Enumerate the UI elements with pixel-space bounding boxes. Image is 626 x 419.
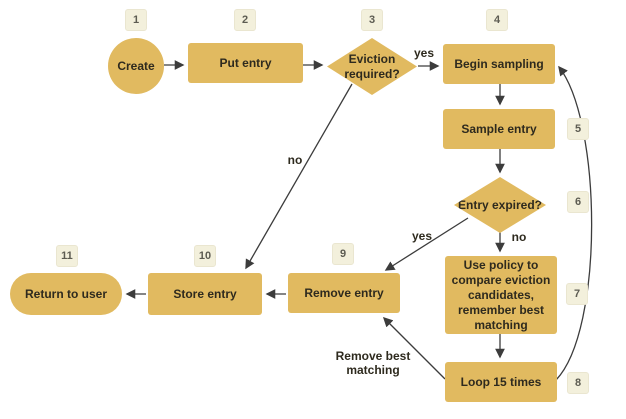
step-badge-4: 4 [486,9,508,31]
step-badge-6: 6 [567,191,589,213]
node-label: Sample entry [461,121,537,136]
edge-label-remove-best-matching: Remove best matching [335,349,411,377]
node-use-policy[interactable]: Use policy to compare eviction candidate… [445,256,557,334]
step-badge-1: 1 [125,9,147,31]
edge-label-eviction-yes: yes [413,46,435,60]
node-label: Store entry [173,286,237,301]
edge-eviction-store-no [245,83,353,270]
node-label: Use policy to compare eviction candidate… [451,257,551,332]
node-label: Loop 15 times [460,374,542,389]
node-store-entry[interactable]: Store entry [148,273,262,315]
node-label: Return to user [24,286,107,301]
edge-loop-remove [382,316,446,380]
edge-expired-remove-yes [384,217,469,271]
node-label: Put entry [219,55,272,70]
edge-label-expired-yes: yes [411,229,433,243]
node-remove-entry[interactable]: Remove entry [288,273,400,313]
node-put-entry[interactable]: Put entry [188,43,303,83]
edge-label-expired-no: no [511,230,527,244]
node-label: Eviction required? [344,51,400,81]
step-badge-7: 7 [566,283,588,305]
step-badge-2: 2 [234,9,256,31]
step-badge-8: 8 [567,372,589,394]
node-label: Create [117,58,155,73]
node-return-to-user[interactable]: Return to user [10,273,122,315]
edge-label-eviction-no: no [287,153,303,167]
step-badge-10: 10 [194,245,216,267]
node-begin-sampling[interactable]: Begin sampling [443,44,555,84]
edge-loop-begin-curve [555,65,593,381]
node-loop-15-times[interactable]: Loop 15 times [445,362,557,402]
step-badge-5: 5 [567,118,589,140]
node-label: Entry expired? [457,197,543,212]
step-badge-9: 9 [332,243,354,265]
node-create[interactable]: Create [108,38,164,94]
node-label: Remove entry [304,285,384,300]
step-badge-3: 3 [361,9,383,31]
step-badge-11: 11 [56,245,78,267]
node-sample-entry[interactable]: Sample entry [443,109,555,149]
node-label: Begin sampling [454,56,544,71]
